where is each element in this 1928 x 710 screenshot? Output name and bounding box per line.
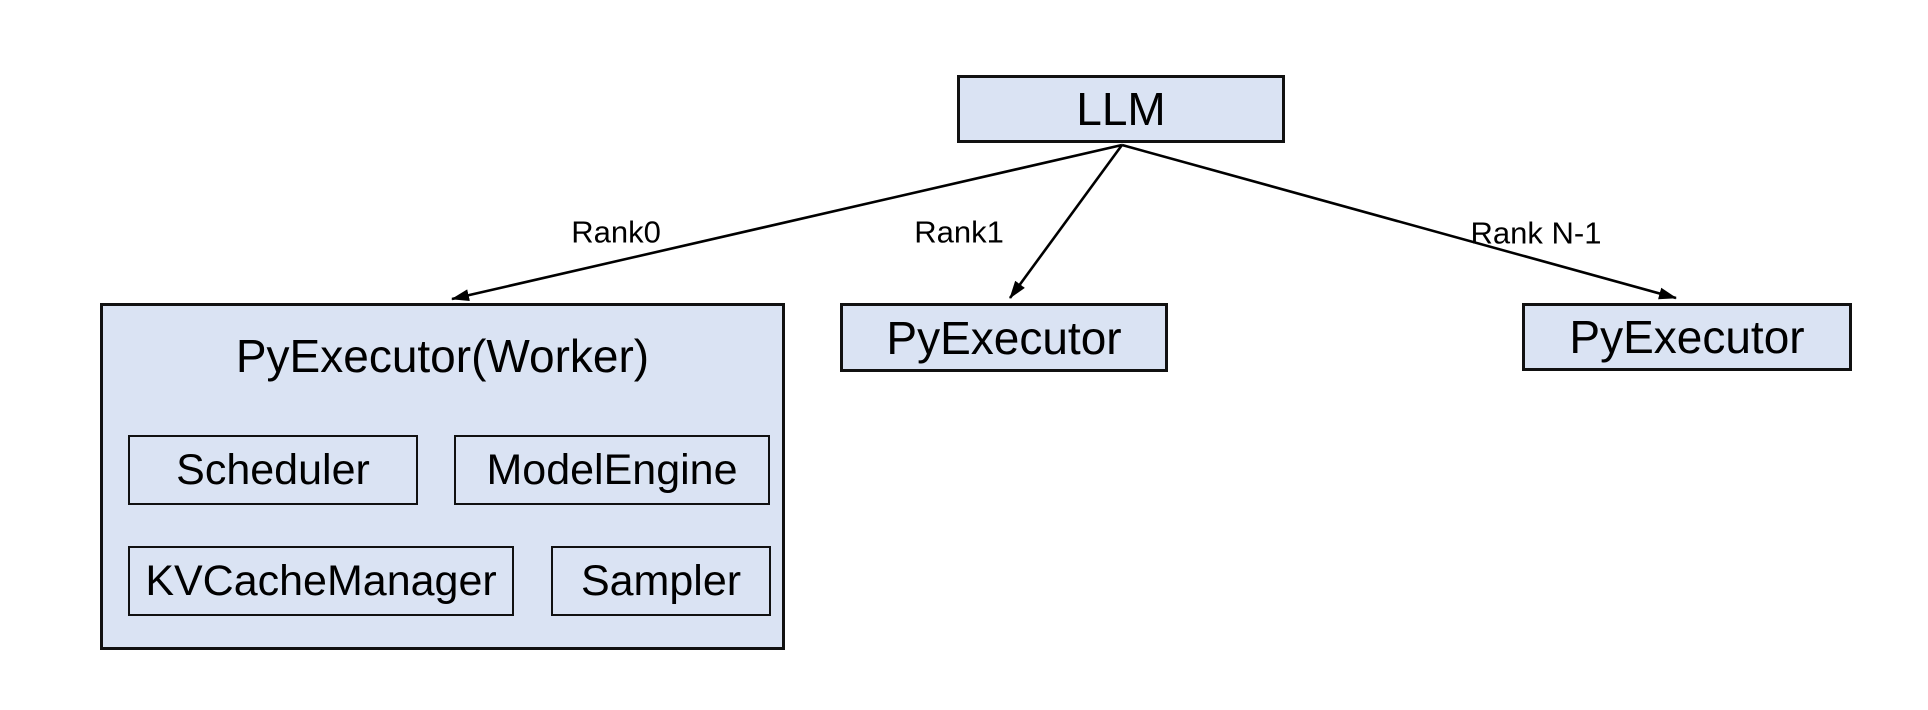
node-kv-cache-manager-label: KVCacheManager [145,556,497,605]
arrow-llm-to-pyexecutor-rank1 [1008,144,1124,299]
edge-label-rank-n-1: Rank N-1 [1470,215,1602,251]
node-scheduler-label: Scheduler [176,445,370,494]
arrow-llm-to-worker-rank0 [451,143,1123,302]
node-scheduler: Scheduler [128,435,418,505]
node-sampler: Sampler [551,546,771,616]
node-kv-cache-manager: KVCacheManager [128,546,514,616]
node-llm: LLM [957,75,1285,143]
node-pyexecutor-rank1: PyExecutor [840,303,1168,372]
node-sampler-label: Sampler [580,556,742,605]
node-model-engine-label: ModelEngine [486,445,738,494]
node-llm-label: LLM [1076,83,1166,135]
node-pyexecutor-rank-n-1: PyExecutor [1522,303,1852,371]
node-pyexecutor-rank1-label: PyExecutor [886,311,1122,364]
node-pyexecutor-rank-n-1-label: PyExecutor [1569,311,1805,363]
node-pyexecutor-worker: PyExecutor(Worker) Scheduler ModelEngine… [100,303,785,650]
edge-label-rank1: Rank1 [914,214,1004,250]
edge-label-rank0: Rank0 [571,214,661,250]
node-model-engine: ModelEngine [454,435,770,505]
node-pyexecutor-worker-label: PyExecutor(Worker) [235,330,650,382]
